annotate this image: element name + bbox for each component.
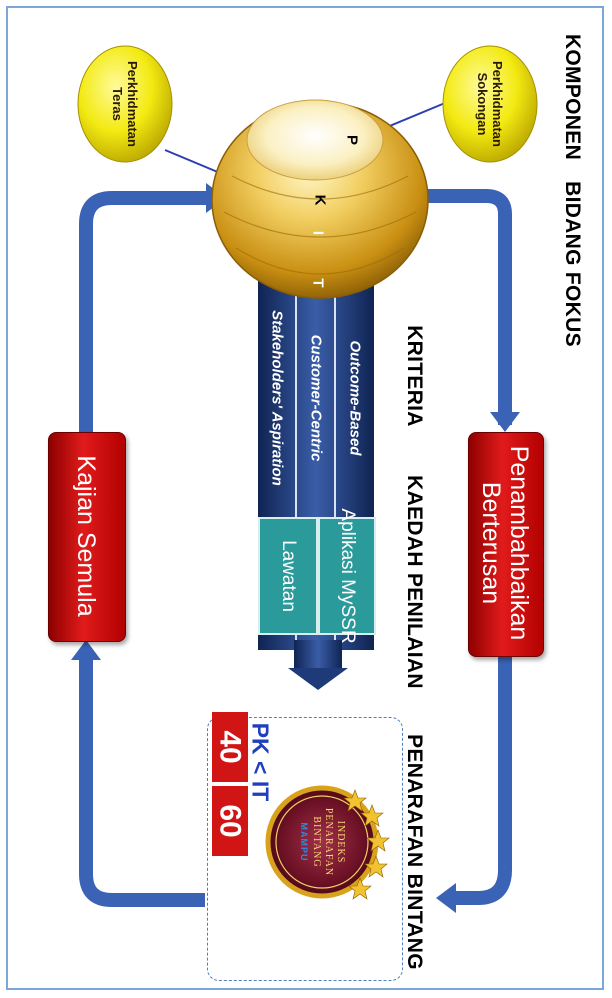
box-kajian-semula-label: Kajian Semula (72, 455, 100, 617)
heading-kriteria: KRITERIA (403, 325, 426, 427)
cycle-arrow-left (79, 191, 210, 432)
pkit-sphere-cap (247, 100, 383, 180)
heading-komponen: KOMPONEN (561, 33, 584, 161)
criteria-shaft-head (288, 668, 348, 690)
cycle-arrow-top (411, 189, 512, 425)
oval-teras (77, 45, 173, 163)
criteria-stakeholders-aspiration: Stakeholders' Aspiration (268, 310, 286, 486)
method-box-myssr (318, 517, 376, 635)
method-box-lawatan (258, 517, 318, 635)
box-kajian-semula (48, 432, 126, 642)
criteria-outcome-based: Outcome-Based (346, 340, 364, 456)
box-penambahbaikan (468, 432, 544, 657)
cycle-arrow-bottom (79, 655, 205, 907)
cycle-arrowhead-top (490, 412, 520, 432)
score-pk-40: 40 (212, 712, 248, 782)
badge-text: INDEKS PENARAFAN BINTANG MAMPU (299, 807, 346, 877)
sphere-letter-i: I (309, 230, 327, 236)
cycle-arrow-right (450, 655, 512, 905)
cycle-arrowhead-bottom (71, 640, 101, 660)
box-penambahbaikan-label: Penambahbaikan Berterusan (477, 445, 533, 641)
heading-penarafan-bintang: PENARAFAN BINTANG (403, 734, 426, 970)
sphere-letter-p: P (343, 134, 361, 146)
rating-formula: PK < IT (247, 722, 274, 802)
oval-sokongan-label: Perkhidmatan Sokongan (475, 61, 505, 147)
oval-sokongan (442, 45, 538, 163)
oval-teras-label: Perkhidmatan Teras (110, 61, 140, 147)
heading-kaedah-penilaian: KAEDAH PENILAIAN (403, 475, 426, 689)
method-lawatan-label: Lawatan (278, 540, 299, 612)
method-myssr-label: Aplikasi MySSR (337, 508, 358, 644)
rating-frame (207, 717, 403, 981)
sphere-letter-t: T (309, 278, 327, 288)
cycle-arrowhead-right (436, 883, 456, 913)
criteria-customer-centric: Customer-Centric (307, 334, 325, 462)
sphere-letter-k: K (311, 194, 329, 206)
badge-stars (343, 789, 390, 900)
diagram-frame (6, 6, 604, 990)
heading-bidang-fokus: BIDANG FOKUS (561, 181, 584, 347)
score-it-60: 60 (212, 786, 248, 856)
